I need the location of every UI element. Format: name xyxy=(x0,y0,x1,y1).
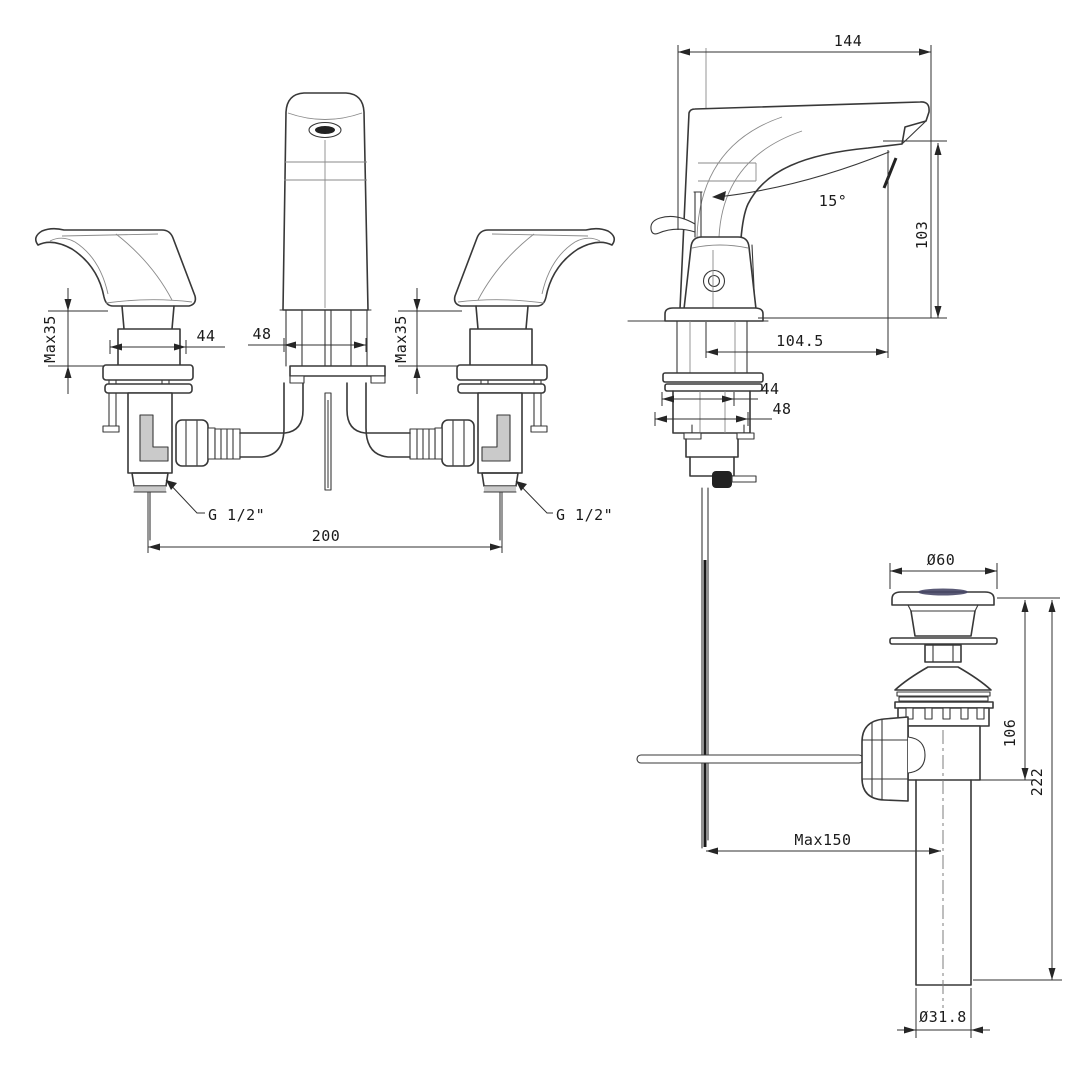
drain-bell xyxy=(894,666,992,691)
dim-max35-left: Max35 xyxy=(41,315,59,363)
dim-200: 200 xyxy=(312,527,341,545)
rod-foot-side xyxy=(683,432,702,440)
popup-knob xyxy=(712,471,732,488)
rod-foot xyxy=(102,425,120,433)
front-view: Max35 44 48 Max35 200 G 1/2" xyxy=(34,92,616,553)
dim-angle: 15° xyxy=(819,192,848,210)
dim-144: 144 xyxy=(834,32,863,50)
dim-44-front: 44 xyxy=(196,327,215,345)
spout-side xyxy=(679,101,930,310)
dim-48-side: 48 xyxy=(772,400,791,418)
plug-top-tint xyxy=(918,588,968,596)
valve-inner-pipe xyxy=(140,415,168,461)
mounting-plate xyxy=(104,383,193,394)
dim-222: 222 xyxy=(1028,768,1046,797)
compression-nut xyxy=(175,419,209,467)
drain-flange xyxy=(894,701,994,709)
dim-48-front: 48 xyxy=(252,325,271,343)
drain-view: Ø60 106 222 Ø31.8 xyxy=(636,551,1062,1038)
supply-elbow xyxy=(239,382,304,434)
popup-pin xyxy=(731,475,757,483)
spout-flange xyxy=(289,365,386,377)
dim-max150: Max150 xyxy=(794,831,851,849)
side-view: 15° 144 xyxy=(627,32,947,855)
thread-tail xyxy=(131,472,169,487)
escutcheon-plate xyxy=(102,364,194,381)
dim-104-5: 104.5 xyxy=(776,332,824,350)
front-dimensions: Max35 44 48 Max35 200 G 1/2" xyxy=(41,288,613,553)
ball-joint xyxy=(907,736,926,774)
rod-clamp xyxy=(861,716,909,802)
escutcheon-side xyxy=(662,372,764,383)
dim-dia60: Ø60 xyxy=(927,551,956,569)
handle-neck xyxy=(117,305,181,367)
dim-106: 106 xyxy=(1001,719,1019,748)
drain-cap xyxy=(891,591,995,606)
dim-max35-right: Max35 xyxy=(392,315,410,363)
water-stream xyxy=(716,151,890,198)
rod-foot-side xyxy=(736,432,755,440)
gasket xyxy=(898,696,989,702)
left-valve-unit xyxy=(34,227,304,541)
drain-dimensions: Ø60 106 222 Ø31.8 xyxy=(889,551,1062,1038)
handle-blade xyxy=(34,227,197,307)
linkage-rod xyxy=(636,754,864,764)
thread-label-left: G 1/2" xyxy=(208,506,265,524)
drain-plate xyxy=(889,637,998,645)
side-dimensions: 144 103 104.5 44 48 Max150 xyxy=(654,32,947,855)
spout-front xyxy=(279,92,386,491)
right-valve-unit xyxy=(346,227,616,541)
gasket xyxy=(896,691,991,697)
handle-hole xyxy=(702,269,726,293)
drain-block xyxy=(924,644,962,663)
dim-dia31-8: Ø31.8 xyxy=(919,1008,967,1026)
popup-lever xyxy=(650,215,696,235)
dim-44-side: 44 xyxy=(760,380,779,398)
dim-103: 103 xyxy=(913,221,931,250)
thread-label-right: G 1/2" xyxy=(556,506,613,524)
